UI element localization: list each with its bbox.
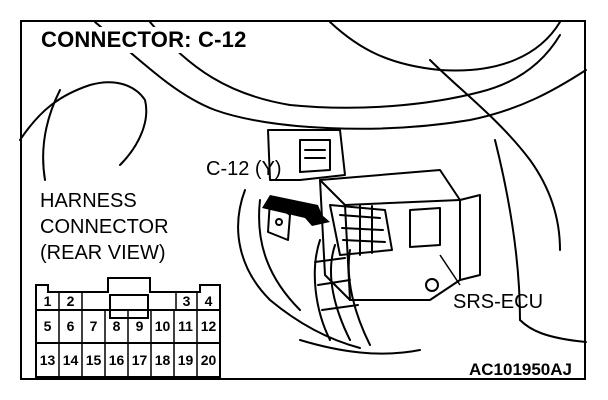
harness-label-line-2: CONNECTOR	[40, 216, 169, 238]
pin-3: 3	[182, 293, 191, 309]
harness-wire-c	[347, 249, 371, 346]
ecu-side	[459, 194, 481, 281]
pin-18: 18	[154, 352, 171, 368]
connector-c12-body	[329, 204, 393, 256]
console-top-curve	[329, 21, 561, 72]
pin-14: 14	[62, 352, 79, 368]
console-front-edge	[494, 139, 521, 321]
pin-6: 6	[66, 318, 75, 334]
console-side-curve	[429, 59, 561, 251]
connector-pin-grid	[58, 292, 198, 377]
pin-10: 10	[154, 318, 171, 334]
page-title: CONNECTOR: C-12	[38, 27, 250, 53]
ecu-body	[319, 169, 461, 301]
ecu-label-plate	[409, 207, 441, 248]
pin-5: 5	[43, 318, 52, 334]
left-inner-curve	[42, 89, 61, 181]
dashboard-outline	[94, 21, 587, 130]
harness-label-line-1: HARNESS	[40, 190, 137, 212]
pin-13: 13	[39, 352, 56, 368]
mounting-bracket	[267, 129, 346, 181]
connector-face-outline	[35, 277, 221, 378]
figure-code: AC101950AJ	[468, 360, 572, 379]
pin-11: 11	[178, 318, 193, 334]
pin-20: 20	[200, 352, 217, 368]
pin-9: 9	[135, 318, 144, 334]
tab-hole	[275, 218, 283, 226]
pin-7: 7	[89, 318, 98, 334]
pin-19: 19	[177, 352, 194, 368]
lower-trim-curve	[237, 189, 361, 349]
left-panel-curve	[19, 81, 148, 166]
srs-ecu-label: SRS-ECU	[453, 291, 544, 313]
connector-callout-label: C-12 (Y)	[206, 158, 282, 180]
harness-tape-wraps	[314, 257, 359, 311]
lower-trim-inner	[258, 199, 301, 311]
pin-1: 1	[43, 293, 52, 309]
harness-wire-a	[313, 239, 331, 341]
pin-2: 2	[66, 293, 75, 309]
pin-17: 17	[131, 352, 148, 368]
pin-4: 4	[204, 293, 213, 309]
ecu-top-edge	[319, 179, 461, 206]
figure-border	[20, 20, 586, 380]
console-upper-curve	[149, 21, 561, 109]
pin-15: 15	[85, 352, 102, 368]
pin-16: 16	[108, 352, 125, 368]
srs-ecu-leader-line	[439, 254, 461, 286]
floor-front-curve	[299, 339, 421, 355]
mounting-bolt	[425, 278, 439, 292]
bracket-detail	[304, 149, 326, 159]
harness-wire-b	[329, 244, 351, 341]
connector-c12-divisions	[359, 204, 373, 256]
pin-8: 8	[112, 318, 121, 334]
bracket-connector-housing	[299, 139, 331, 173]
pointer-arrow	[262, 195, 330, 226]
pin-12: 12	[200, 318, 217, 334]
floor-edge	[519, 319, 587, 343]
harness-label-line-3: (REAR VIEW)	[40, 242, 166, 264]
